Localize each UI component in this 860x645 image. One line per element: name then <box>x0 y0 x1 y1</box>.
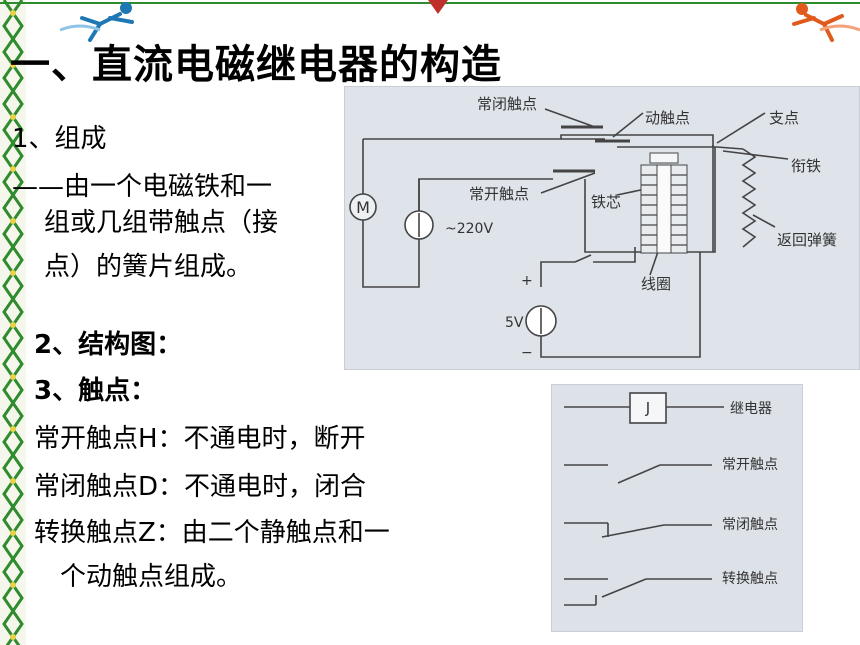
label-no-contact: 常开触点 <box>469 185 529 203</box>
section3-heading: 3、触点： <box>34 376 157 406</box>
page-title: 一、直流电磁继电器的构造 <box>10 42 502 88</box>
contact-item-normally-closed: 常闭触点D：不通电时，闭合 <box>34 472 367 502</box>
label-pivot: 支点 <box>769 109 799 127</box>
label-moving-contact: 动触点 <box>645 109 690 127</box>
label-normally-open: 常开触点 <box>722 457 778 473</box>
relay-symbol: J <box>645 399 650 417</box>
relay-symbols-diagram: J 继电器 常开触点 常闭触点 转换触点 <box>551 384 803 632</box>
dc-source-label: 5V <box>505 315 524 331</box>
label-normally-closed: 常闭触点 <box>722 517 778 533</box>
minus-sign: − <box>521 345 533 361</box>
label-iron-core: 铁芯 <box>591 193 621 211</box>
contact-item-changeover-cont: 个动触点组成。 <box>60 562 243 592</box>
plus-sign: + <box>521 273 533 289</box>
contact-item-normally-open: 常开触点H：不通电时，断开 <box>34 424 366 454</box>
label-return-spring: 返回弹簧 <box>777 231 837 249</box>
label-relay: 继电器 <box>730 401 772 417</box>
decorative-border <box>0 0 26 645</box>
ac-source-label: ~220V <box>445 221 493 237</box>
label-changeover: 转换触点 <box>722 570 778 587</box>
running-figure-right-icon <box>792 3 860 42</box>
running-figure-left-icon <box>60 2 134 42</box>
top-decorative-line <box>0 2 860 4</box>
section2-heading: 2、结构图： <box>34 330 183 360</box>
section1-heading: 1、组成 <box>12 124 107 154</box>
label-armature: 衔铁 <box>791 157 821 175</box>
label-nc-contact: 常闭触点 <box>477 95 537 113</box>
red-marker-icon <box>428 0 448 14</box>
section1-line1: ——由一个电磁铁和一 <box>12 172 273 202</box>
contact-item-changeover: 转换触点Z：由二个静触点和一 <box>34 518 390 548</box>
section1-line3: 点）的簧片组成。 <box>44 252 253 282</box>
label-coil: 线圈 <box>641 275 671 293</box>
relay-circuit-diagram: M ~220V 5V + − 常闭触点 动触点 支点 衔铁 常开触点 铁芯 返回… <box>344 86 860 370</box>
motor-symbol: M <box>356 198 370 217</box>
section1-line2: 组或几组带触点（接 <box>44 208 279 238</box>
